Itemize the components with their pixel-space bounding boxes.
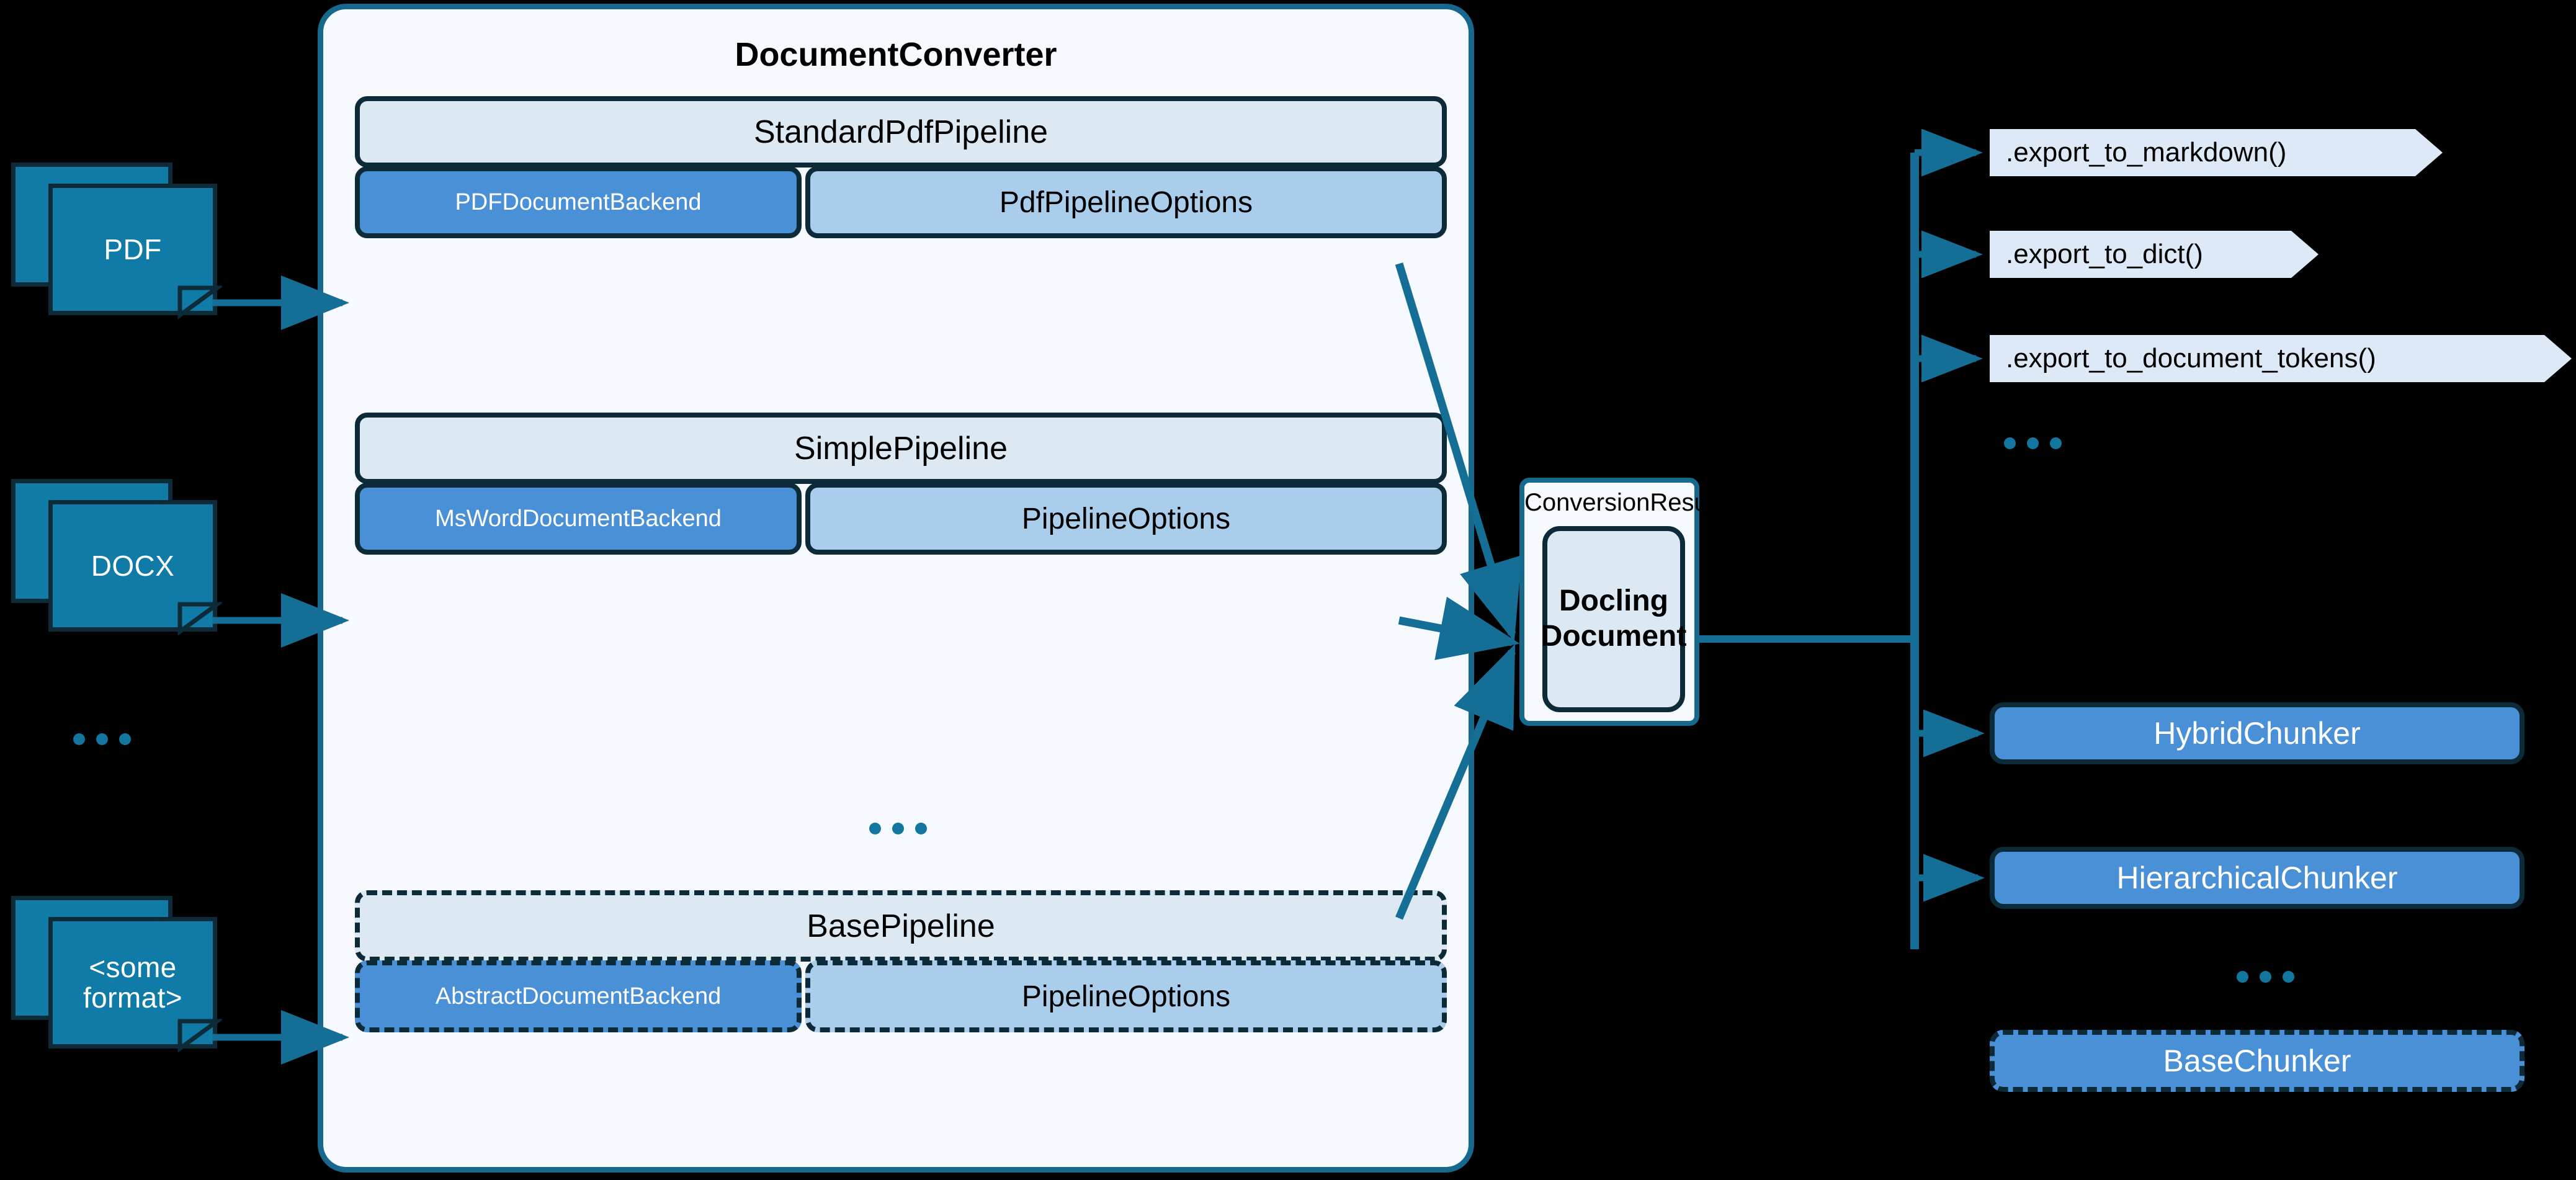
conversion-result-box: ConversionResult Docling Document <box>1519 478 1720 726</box>
chunker-hierarchicalchunker[interactable]: HierarchicalChunker <box>1990 847 2525 909</box>
pipeline-label: StandardPdfPipeline <box>753 114 1049 150</box>
pipeline-standardpdfpipeline[interactable]: StandardPdfPipeline <box>355 96 1447 168</box>
backend-label: AbstractDocumentBackend <box>435 983 722 1009</box>
doc-label-line1: <some <box>89 951 177 984</box>
backend-pdfdocumentbackend[interactable]: PDFDocumentBackend <box>355 166 802 238</box>
chunker-label: HierarchicalChunker <box>2116 860 2398 895</box>
export-label: .export_to_document_tokens() <box>2006 343 2376 373</box>
chunker-label: BaseChunker <box>2163 1044 2351 1078</box>
options-pdfpipelineoptions[interactable]: PdfPipelineOptions <box>805 166 1447 238</box>
ellipsis-dot <box>2004 437 2016 449</box>
doc-fold-icon <box>177 602 222 636</box>
ellipsis-dot <box>2283 971 2294 983</box>
options-pipelineoptions-base[interactable]: PipelineOptions <box>805 960 1447 1032</box>
options-pipelineoptions[interactable]: PipelineOptions <box>805 483 1447 555</box>
pipeline-row: MsWordDocumentBackend PipelineOptions <box>355 483 1447 555</box>
export-label: .export_to_markdown() <box>2006 137 2287 168</box>
chunker-basechunker[interactable]: BaseChunker <box>1990 1030 2525 1092</box>
ellipsis-dot <box>2050 437 2062 449</box>
chunker-label: HybridChunker <box>2153 716 2361 751</box>
doc-sheet-front: <some format> <box>48 917 217 1048</box>
pipeline-label: BasePipeline <box>807 908 995 944</box>
input-doc-pdf[interactable]: PDF <box>11 163 222 320</box>
options-label: PdfPipelineOptions <box>999 185 1253 219</box>
doc-fold-icon <box>177 285 222 320</box>
ellipsis-dot <box>96 733 108 745</box>
ellipsis-dot <box>892 823 904 834</box>
pipeline-group-base: BasePipeline AbstractDocumentBackend Pip… <box>355 890 1447 1032</box>
backend-label: PDFDocumentBackend <box>455 189 702 215</box>
docling-document-box[interactable]: Docling Document <box>1541 526 1687 712</box>
ellipsis-dot <box>869 823 881 834</box>
backend-label: MsWordDocumentBackend <box>435 505 722 532</box>
doc-label: DOCX <box>91 549 175 582</box>
ellipsis-dot <box>2027 437 2039 449</box>
ellipsis-dot <box>119 733 131 745</box>
doc-label: <some format> <box>83 952 182 1013</box>
input-doc-some-format[interactable]: <some format> <box>11 896 222 1053</box>
ellipsis-dot <box>2260 971 2271 983</box>
chunker-hybridchunker[interactable]: HybridChunker <box>1990 702 2525 764</box>
doc-fold-icon <box>177 1019 222 1053</box>
conversion-result-title: ConversionResult <box>1524 489 1720 516</box>
options-label: PipelineOptions <box>1021 980 1231 1013</box>
pipeline-label: SimplePipeline <box>794 430 1008 467</box>
doc-label: PDF <box>104 233 162 266</box>
page-title: DocumentConverter <box>735 36 1057 73</box>
document-converter-panel: DocumentConverter StandardPdfPipeline PD… <box>318 4 1474 1173</box>
backend-abstractdocumentbackend[interactable]: AbstractDocumentBackend <box>355 960 802 1032</box>
docling-document-label: Docling Document <box>1541 584 1687 654</box>
export-to-markdown-chip[interactable]: .export_to_markdown() <box>1990 129 2443 176</box>
ellipsis-dot <box>2237 971 2248 983</box>
pipeline-group-simple: SimplePipeline MsWordDocumentBackend Pip… <box>355 413 1447 555</box>
pipelines-more-ellipsis <box>869 823 927 834</box>
options-label: PipelineOptions <box>1021 502 1231 535</box>
docling-document-line2: Document <box>1541 620 1687 653</box>
exports-more-ellipsis <box>2004 437 2062 449</box>
pipeline-simplepipeline[interactable]: SimplePipeline <box>355 413 1447 484</box>
chunkers-more-ellipsis <box>2237 971 2294 983</box>
docling-document-line1: Docling <box>1559 584 1668 618</box>
export-to-document-tokens-chip[interactable]: .export_to_document_tokens() <box>1990 335 2572 382</box>
export-label: .export_to_dict() <box>2006 239 2203 269</box>
ellipsis-dot <box>915 823 927 834</box>
pipeline-group-standardpdf: StandardPdfPipeline PDFDocumentBackend P… <box>355 96 1447 238</box>
pipeline-row: AbstractDocumentBackend PipelineOptions <box>355 960 1447 1032</box>
backend-msworddocumentbackend[interactable]: MsWordDocumentBackend <box>355 483 802 555</box>
pipeline-basepipeline[interactable]: BasePipeline <box>355 890 1447 962</box>
ellipsis-dot <box>73 733 85 745</box>
inputs-more-ellipsis <box>73 733 131 745</box>
pipeline-row: PDFDocumentBackend PdfPipelineOptions <box>355 166 1447 238</box>
doc-label-line2: format> <box>83 981 183 1014</box>
export-to-dict-chip[interactable]: .export_to_dict() <box>1990 231 2319 278</box>
input-doc-docx[interactable]: DOCX <box>11 479 222 637</box>
